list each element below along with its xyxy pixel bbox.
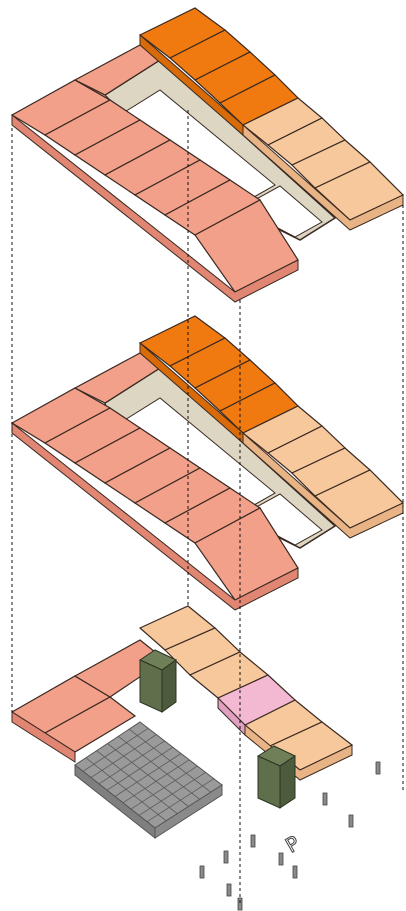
core-west [140, 650, 176, 712]
upper-floor [12, 8, 403, 302]
middle-floor [12, 316, 403, 610]
parking-sign-label: P [281, 831, 303, 858]
parking-sign: P [281, 831, 303, 858]
core-east [258, 746, 295, 808]
ground-floor: P [12, 606, 380, 910]
